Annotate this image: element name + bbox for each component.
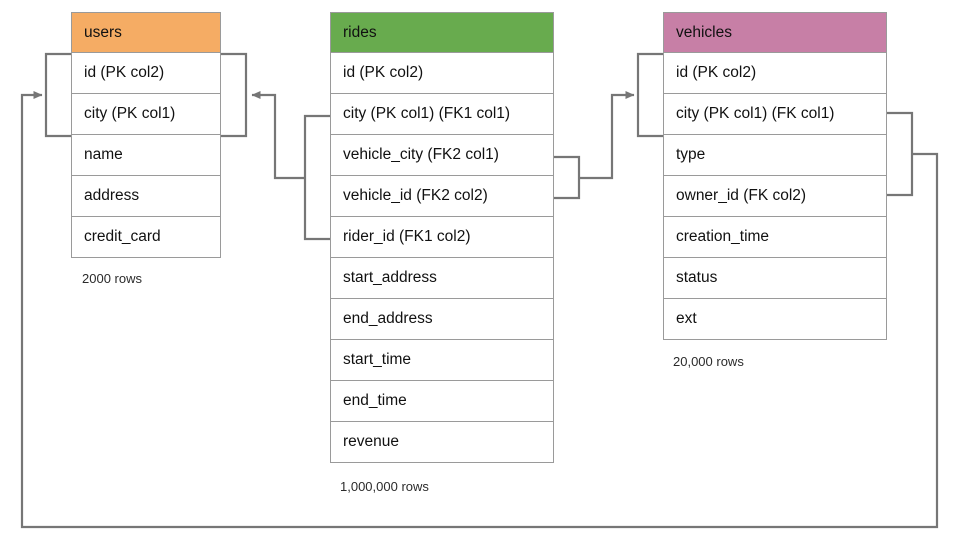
table-vehicles[interactable]: vehicles id (PK col2) city (PK col1) (FK… <box>663 12 887 340</box>
vehicles-owner-to-users-line <box>20 91 939 529</box>
table-row[interactable]: address <box>71 176 221 217</box>
table-row[interactable]: type <box>663 135 887 176</box>
table-row[interactable]: end_time <box>330 381 554 422</box>
rides-rider-to-users-line <box>251 91 305 180</box>
rides-vehicle-to-vehicles-line <box>579 91 635 180</box>
table-row[interactable]: vehicle_id (FK2 col2) <box>330 176 554 217</box>
table-row[interactable]: rider_id (FK1 col2) <box>330 217 554 258</box>
table-users-row-count: 2000 rows <box>82 271 142 286</box>
rides-left-bracket <box>303 114 330 241</box>
table-row[interactable]: id (PK col2) <box>330 53 554 94</box>
column-name: city (PK col1) (FK col1) <box>676 105 835 122</box>
table-row[interactable]: owner_id (FK col2) <box>663 176 887 217</box>
table-row[interactable]: creation_time <box>663 217 887 258</box>
column-name: start_address <box>343 269 437 286</box>
table-rides-row-count: 1,000,000 rows <box>340 479 429 494</box>
rides-right-bracket <box>554 155 581 200</box>
users-left-bracket <box>44 52 71 138</box>
column-name: credit_card <box>84 228 161 245</box>
table-row[interactable]: id (PK col2) <box>663 53 887 94</box>
column-name: revenue <box>343 433 400 450</box>
column-name: status <box>676 269 718 286</box>
column-name: id (PK col2) <box>676 64 757 81</box>
column-name: vehicle_city (FK2 col1) <box>343 146 499 163</box>
table-row[interactable]: city (PK col1) (FK col1) <box>663 94 887 135</box>
table-vehicles-row-count: 20,000 rows <box>673 354 744 369</box>
table-row[interactable]: vehicle_city (FK2 col1) <box>330 135 554 176</box>
column-name: id (PK col2) <box>84 64 165 81</box>
table-row[interactable]: id (PK col2) <box>71 53 221 94</box>
column-name: owner_id (FK col2) <box>676 187 807 204</box>
table-row[interactable]: name <box>71 135 221 176</box>
column-name: start_time <box>343 351 412 368</box>
table-row[interactable]: start_time <box>330 340 554 381</box>
column-name: creation_time <box>676 228 770 245</box>
table-row[interactable]: city (PK col1) <box>71 94 221 135</box>
table-row[interactable]: revenue <box>330 422 554 463</box>
column-name: ext <box>676 310 697 327</box>
table-row[interactable]: city (PK col1) (FK1 col1) <box>330 94 554 135</box>
table-users-header: users <box>71 12 221 53</box>
table-users[interactable]: users id (PK col2) city (PK col1) name a… <box>71 12 221 258</box>
column-name: vehicle_id (FK2 col2) <box>343 187 488 204</box>
column-name: rider_id (FK1 col2) <box>343 228 471 245</box>
table-rides[interactable]: rides id (PK col2) city (PK col1) (FK1 c… <box>330 12 554 463</box>
table-row[interactable]: ext <box>663 299 887 340</box>
table-row[interactable]: start_address <box>330 258 554 299</box>
table-vehicles-header: vehicles <box>663 12 887 53</box>
vehicles-left-bracket <box>636 52 663 138</box>
column-name: end_address <box>343 310 433 327</box>
column-name: city (PK col1) <box>84 105 176 122</box>
table-row[interactable]: credit_card <box>71 217 221 258</box>
table-vehicles-title: vehicles <box>676 23 732 41</box>
table-rides-header: rides <box>330 12 554 53</box>
column-name: type <box>676 146 706 163</box>
table-rides-title: rides <box>343 23 377 41</box>
column-name: city (PK col1) (FK1 col1) <box>343 105 511 122</box>
vehicles-right-bracket <box>887 111 914 197</box>
table-users-title: users <box>84 23 122 41</box>
table-row[interactable]: status <box>663 258 887 299</box>
users-right-bracket <box>221 52 248 138</box>
column-name: name <box>84 146 123 163</box>
column-name: address <box>84 187 140 204</box>
table-row[interactable]: end_address <box>330 299 554 340</box>
column-name: end_time <box>343 392 407 409</box>
column-name: id (PK col2) <box>343 64 424 81</box>
